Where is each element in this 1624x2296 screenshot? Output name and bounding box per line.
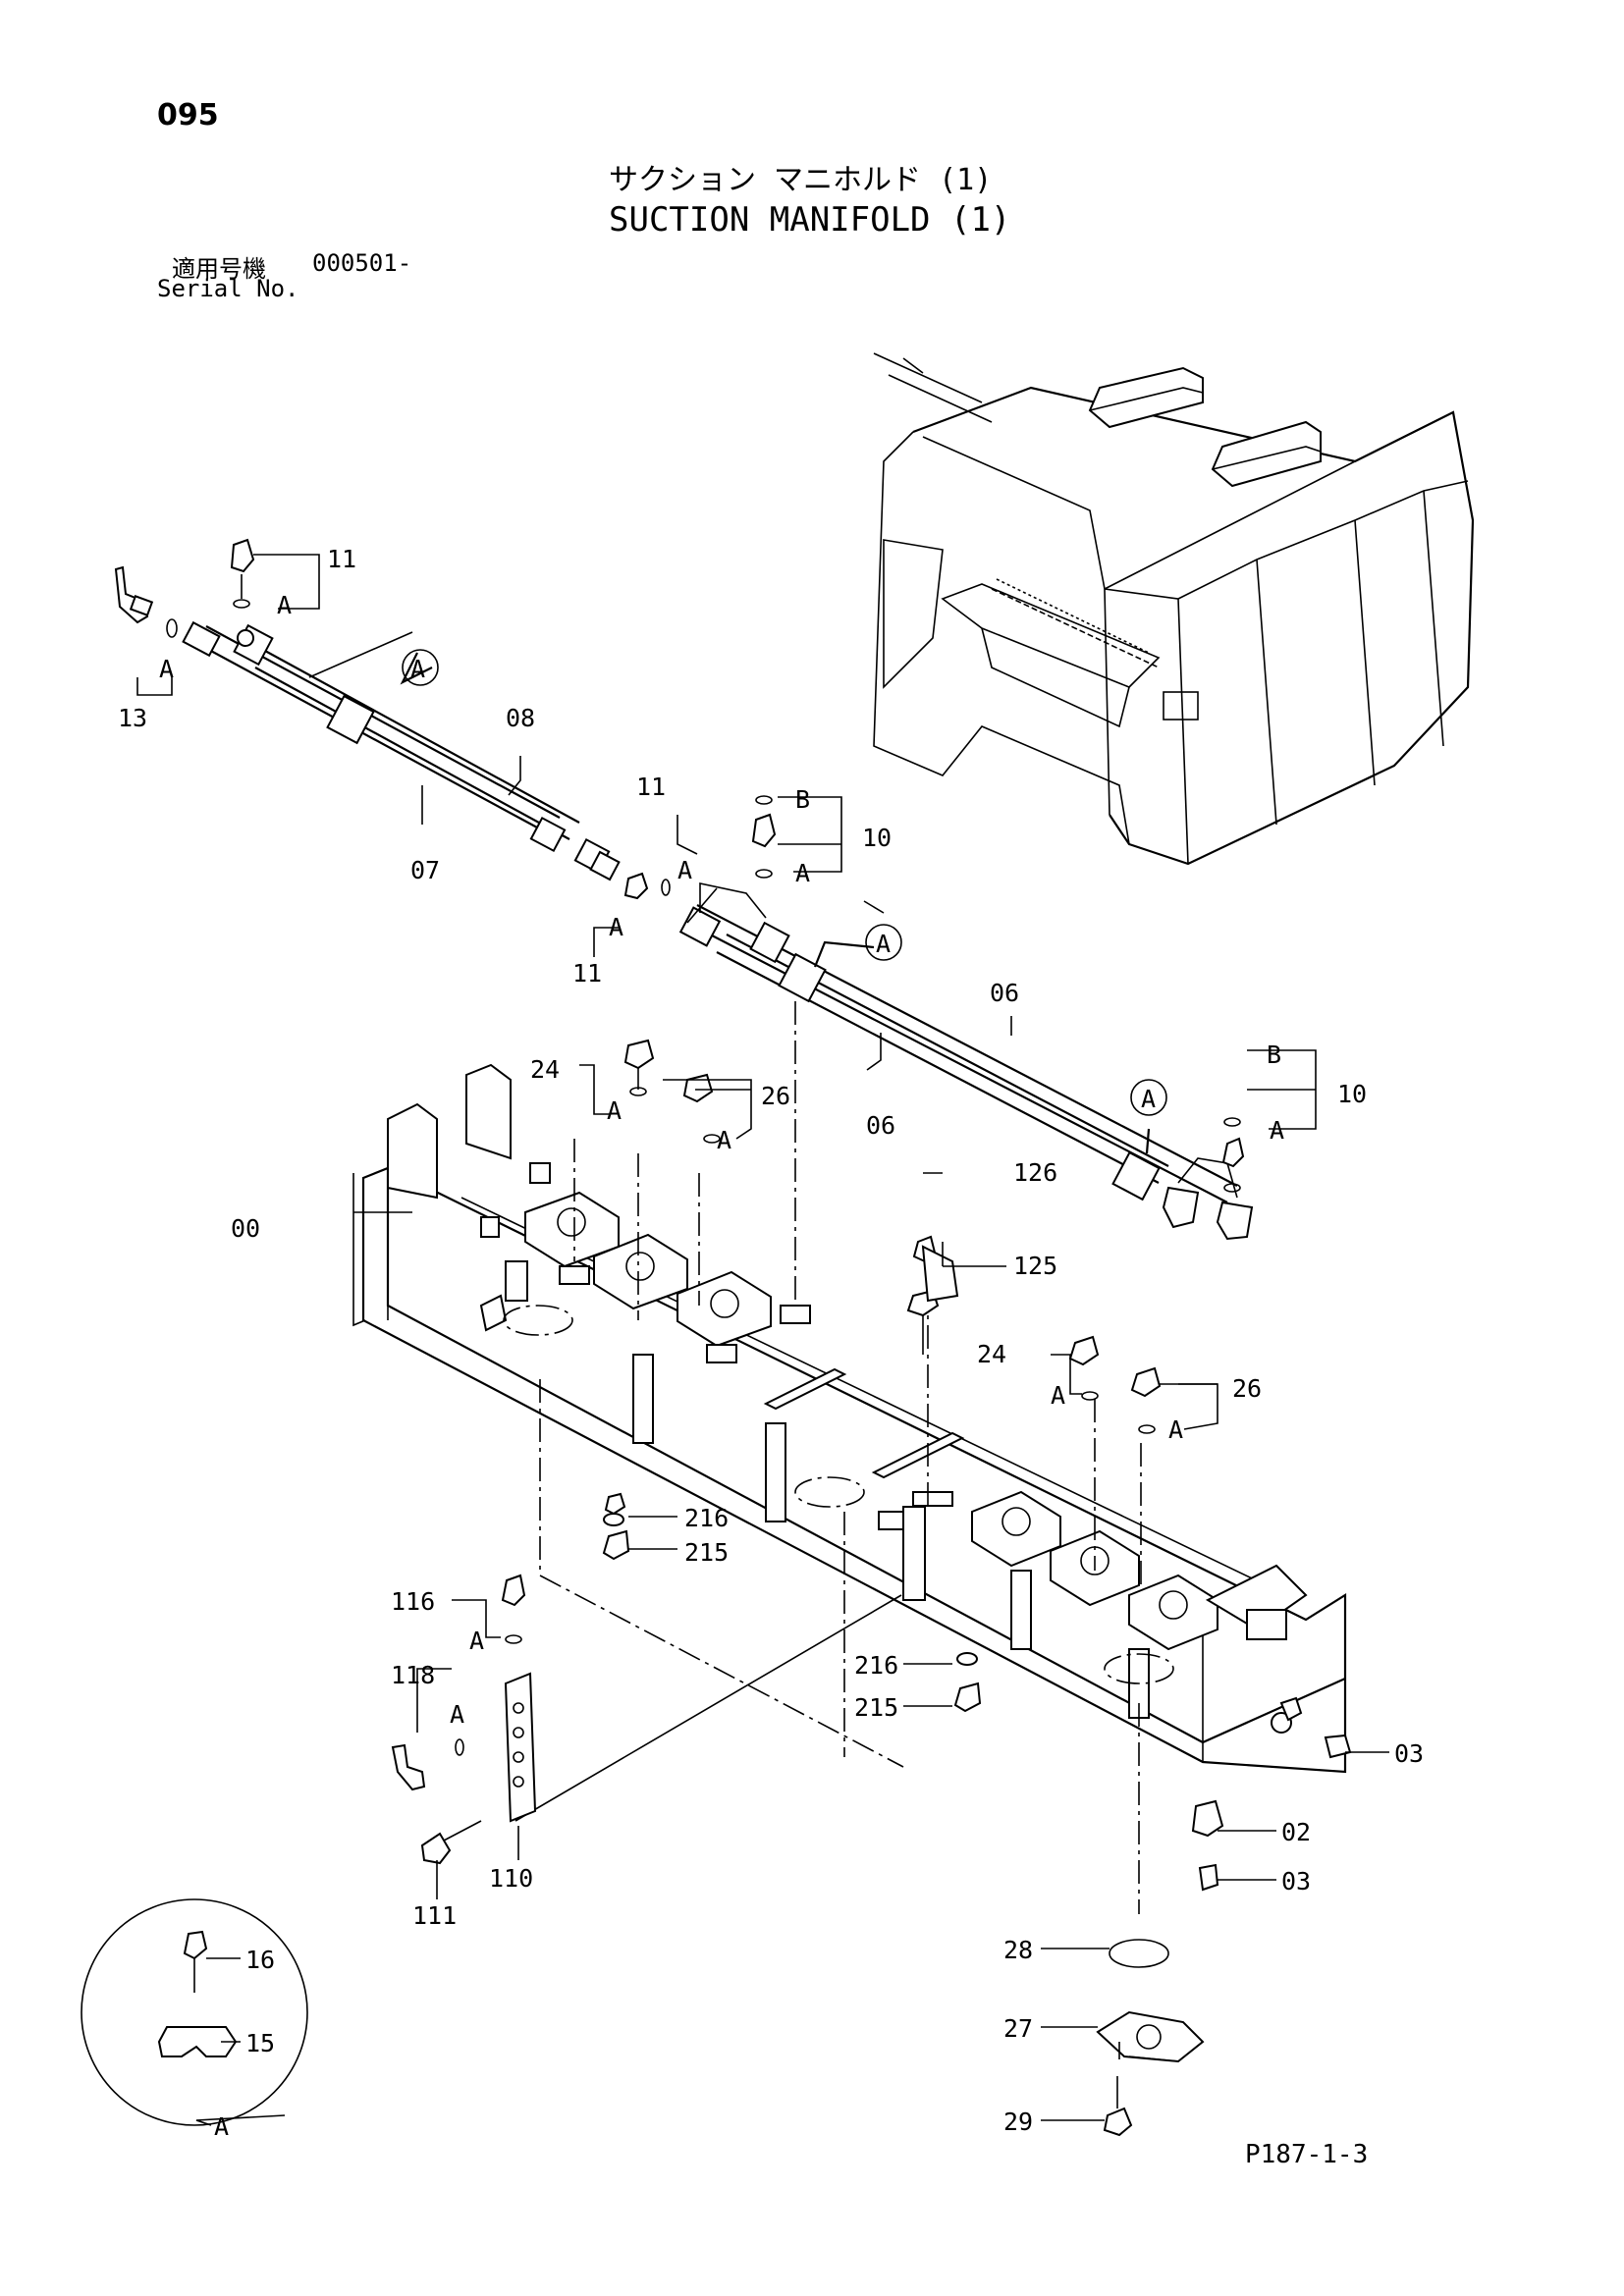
callout-215: 215 xyxy=(684,1538,729,1567)
title-english: SUCTION MANIFOLD (1) xyxy=(609,200,1011,240)
callout-125: 125 xyxy=(1013,1252,1057,1280)
callout-26: 26 xyxy=(761,1082,790,1110)
callout-116: 116 xyxy=(391,1587,435,1616)
callout-06: 06 xyxy=(866,1111,895,1140)
callout-letter-a: A xyxy=(410,655,425,683)
callout-111: 111 xyxy=(412,1901,457,1930)
suction-manifold-body-00 xyxy=(352,1063,1347,1774)
callout-216: 216 xyxy=(854,1651,898,1680)
pipe-assembly-06 xyxy=(623,795,1254,1241)
detail-a-view xyxy=(81,1898,308,2126)
callout-letter-a: A xyxy=(876,930,891,958)
callout-letter-a: A xyxy=(607,1096,622,1125)
callout-28: 28 xyxy=(1003,1936,1033,1964)
callout-29: 29 xyxy=(1003,2108,1033,2136)
serial-label-english: Serial No. xyxy=(157,275,299,302)
callout-letter-a: A xyxy=(469,1627,484,1655)
page-number: 095 xyxy=(157,98,219,133)
serial-label-japanese: 適用号機 xyxy=(172,255,266,283)
callout-118: 118 xyxy=(391,1661,435,1689)
callout-11: 11 xyxy=(572,959,602,988)
callout-letter-a: A xyxy=(677,856,692,884)
callout-00: 00 xyxy=(231,1214,260,1243)
callout-10: 10 xyxy=(862,824,892,852)
title-japanese: サクション マニホルド (1) xyxy=(609,163,993,197)
callout-letter-b: B xyxy=(795,785,810,814)
callout-07: 07 xyxy=(410,856,440,884)
callout-letter-a: A xyxy=(450,1700,464,1729)
callout-02: 02 xyxy=(1281,1818,1311,1846)
center-lines xyxy=(514,1001,1142,1914)
callout-labels: 11 A A 13 A 08 07 11 A A 11 B 10 A A 06 … xyxy=(118,545,1424,2141)
callout-letter-a: A xyxy=(795,859,810,887)
callout-11: 11 xyxy=(327,545,356,573)
callout-letter-a: A xyxy=(277,591,292,619)
callout-letter-a: A xyxy=(159,655,174,683)
callout-letter-a: A xyxy=(1051,1381,1065,1410)
callout-24: 24 xyxy=(977,1340,1006,1368)
fittings-and-bolts xyxy=(391,1039,1352,2137)
callout-letter-a: A xyxy=(717,1126,731,1154)
detail-view-label-a: A xyxy=(214,2112,229,2141)
callout-16: 16 xyxy=(245,1946,275,1974)
callout-letter-a: A xyxy=(1270,1116,1284,1145)
callout-letter-a: A xyxy=(609,913,623,941)
callout-24: 24 xyxy=(530,1055,560,1084)
machine-overview-illustration xyxy=(873,352,1475,866)
callout-110: 110 xyxy=(489,1864,533,1893)
callout-216: 216 xyxy=(684,1504,729,1532)
callout-leader-lines xyxy=(136,554,1389,2126)
callout-27: 27 xyxy=(1003,2014,1033,2043)
callout-126: 126 xyxy=(1013,1158,1057,1187)
callout-03: 03 xyxy=(1281,1867,1311,1896)
callout-215: 215 xyxy=(854,1693,898,1722)
callout-03: 03 xyxy=(1394,1739,1424,1768)
serial-number-value: 000501- xyxy=(312,249,412,277)
callout-10: 10 xyxy=(1337,1080,1367,1108)
callout-13: 13 xyxy=(118,704,147,732)
drawing-code: P187-1-3 xyxy=(1245,2140,1369,2169)
callout-06: 06 xyxy=(990,979,1019,1007)
callout-26: 26 xyxy=(1232,1374,1262,1403)
callout-15: 15 xyxy=(245,2029,275,2057)
callout-11: 11 xyxy=(636,773,666,801)
callout-letter-b: B xyxy=(1267,1041,1281,1069)
callout-08: 08 xyxy=(506,704,535,732)
callout-letter-a: A xyxy=(1141,1085,1156,1113)
hose-assembly-07-08 xyxy=(114,538,621,881)
callout-letter-a: A xyxy=(1168,1415,1183,1444)
